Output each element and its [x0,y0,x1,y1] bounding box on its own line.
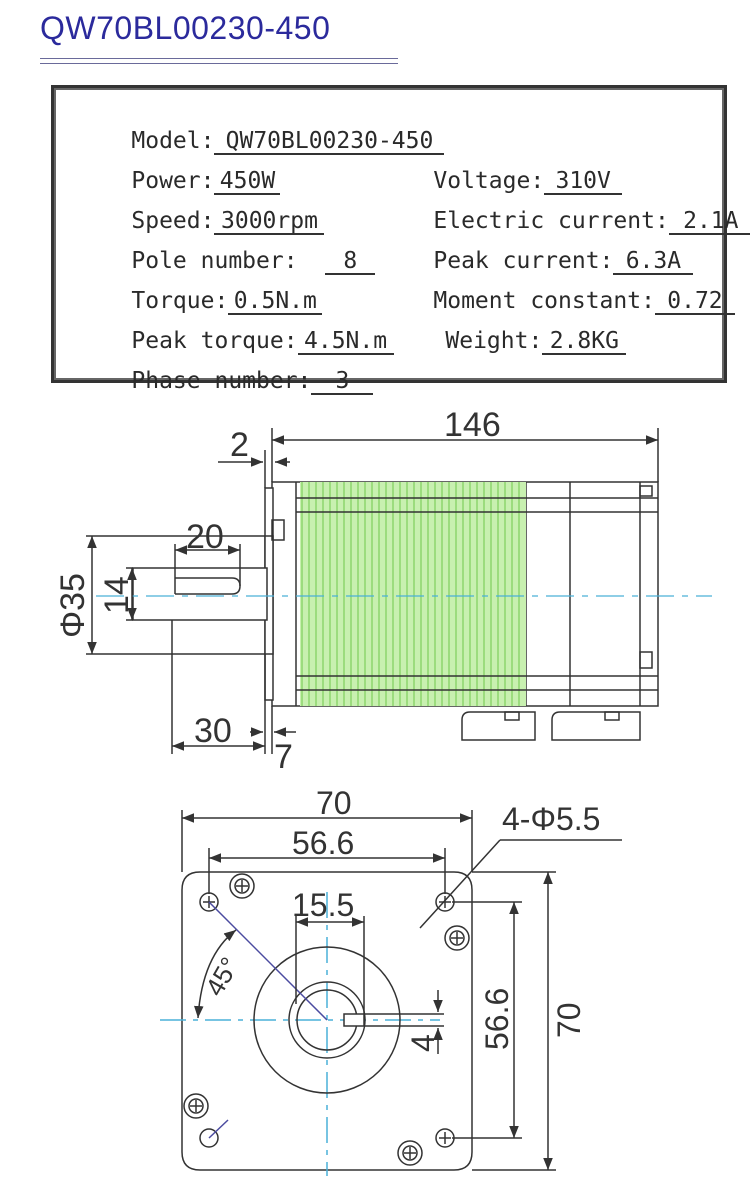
peak-torque-value: 4.5N.m [297,329,394,355]
page-title: QW70BL00230-450 [40,10,331,46]
spec-speed: Speed:3000rpm [76,182,325,261]
phase-label: Phase number: [131,368,312,394]
spec-model: Model:QW70BL00230-450 [76,102,445,181]
model-label: Model: [131,128,215,154]
dim-shaft-diameter: 14 [98,576,136,614]
peak-torque-label: Peak torque: [131,328,298,354]
spec-pole: Pole number: 8 [76,222,376,301]
spec-weight: Weight:2.8KG [390,302,627,381]
spec-phase: Phase number:3 [76,342,374,421]
key-slot [343,1013,365,1027]
torque-label: Torque: [131,288,229,314]
current-label: Electric current: [433,208,669,234]
spec-power: Power:450W [76,142,281,221]
torque-value: 0.5N.m [228,289,323,315]
voltage-value: 310V [544,169,623,195]
dim-angle: 45° [199,952,245,1001]
dim-hole-spacing-v: 56.6 [479,988,515,1050]
dim-key-width: 4 [405,1034,441,1052]
weight-value: 2.8KG [542,329,627,355]
front-view-drawing: 45° 70 56.6 15.5 4-Φ5.5 4 56.6 70 [160,785,622,1176]
screw-icon [229,873,255,899]
pilot-circle [253,946,401,1094]
dim-length: 146 [444,406,501,444]
title-underline [40,58,398,59]
spec-current: Electric current:2.1A [378,182,750,261]
power-label: Power: [131,168,215,194]
dim-width: 70 [316,785,352,821]
screw-icon [183,1093,209,1119]
voltage-label: Voltage: [433,168,545,194]
spec-moment: Moment constant:0.72 [378,262,735,341]
speed-value: 3000rpm [214,209,325,235]
pole-label: Pole number: [131,248,298,274]
dim-height: 70 [551,1002,587,1038]
screw-icon [397,1140,423,1166]
dim-pilot-diameter: Φ35 [54,573,92,638]
spec-peak-current: Peak current:6.3A [378,222,694,301]
spec-peak-torque: Peak torque:4.5N.m [76,302,394,381]
spec-torque: Torque:0.5N.m [76,262,323,341]
dim-key-height: 15.5 [292,887,354,923]
dim-key-length: 20 [186,518,224,556]
connector-right [551,711,641,741]
screw-icon [444,925,470,951]
flange-outline [181,871,473,1171]
peak-current-label: Peak current: [433,248,614,274]
moment-label: Moment constant: [433,288,655,314]
spec-voltage: Voltage:310V [378,142,623,221]
peak-current-value: 6.3A [613,249,694,275]
speed-label: Speed: [131,208,215,234]
mount-hole-bl [199,1128,219,1148]
dim-hole-spacing-h: 56.6 [292,825,354,861]
winding-stripes [300,482,526,706]
moment-value: 0.72 [654,289,735,315]
weight-label: Weight: [445,328,543,354]
current-value: 2.1A [668,209,750,235]
dim-holes: 4-Φ5.5 [502,801,600,837]
power-value: 450W [214,169,281,195]
side-view-drawing: 146 2 20 Φ35 14 30 7 [54,406,712,776]
mount-hole-br [435,1128,455,1148]
pole-value: 8 [325,249,376,275]
model-value: QW70BL00230-450 [214,129,445,155]
title-underline-2 [40,63,398,64]
spec-table: Model:QW70BL00230-450 Power:450W Voltage… [51,85,750,395]
phase-value: 3 [311,369,374,395]
connector-left [461,711,536,741]
dim-pilot-depth: 7 [274,738,293,776]
dim-flange-gap: 2 [230,426,249,464]
dim-shaft-length: 30 [194,712,232,750]
shaft-circle-outer [288,981,366,1059]
